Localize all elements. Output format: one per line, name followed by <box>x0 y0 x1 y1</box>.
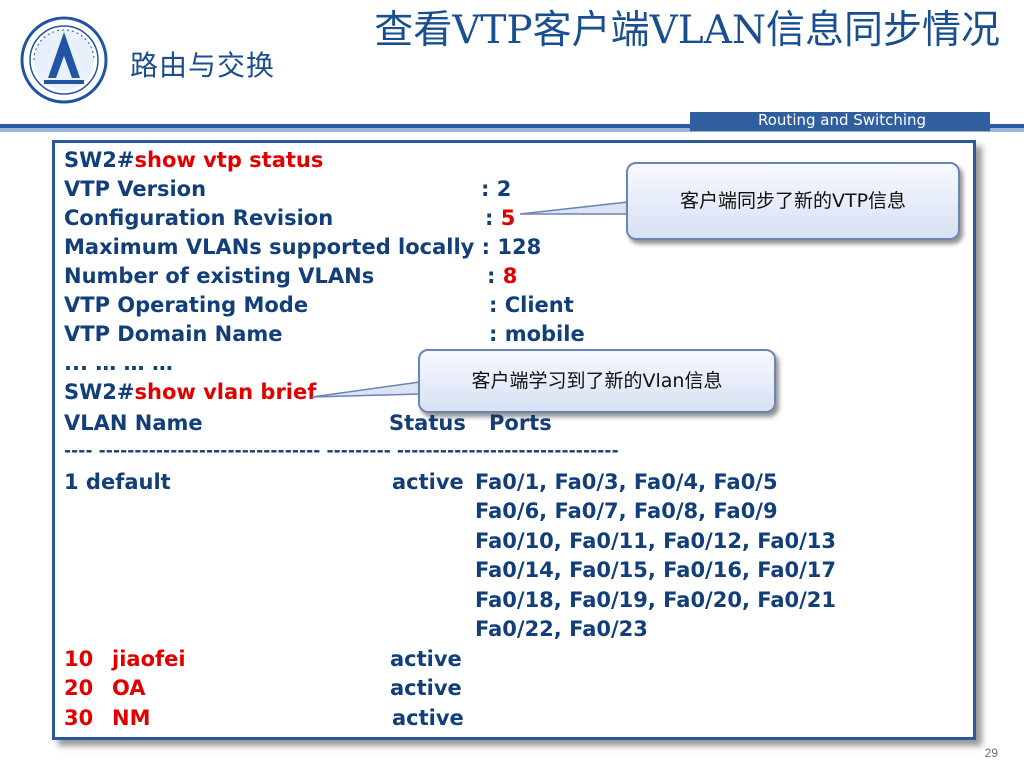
max-vlans-line: Maximum VLANs supported locally : 128 <box>64 235 542 259</box>
domain-name-line: VTP Domain Name : mobile <box>64 322 585 346</box>
vlan-row-1: 1 default active Fa0/1, Fa0/3, Fa0/4, Fa… <box>64 470 778 494</box>
prompt: SW2# <box>64 380 135 404</box>
vlan1-ports-line: Fa0/14, Fa0/15, Fa0/16, Fa0/17 <box>475 558 837 582</box>
page-number: 29 <box>984 746 998 760</box>
terminal-output-panel: SW2#show vtp status VTP Version : 2 Conf… <box>52 140 976 740</box>
prompt: SW2# <box>64 148 135 172</box>
course-subtitle: Routing and Switching <box>758 111 927 129</box>
header-band <box>0 124 1024 128</box>
header-band-light <box>0 128 1024 132</box>
course-name: 路由与交换 <box>130 49 276 82</box>
vlan1-ports-line: Fa0/18, Fa0/19, Fa0/20, Fa0/21 <box>475 588 837 612</box>
ellipsis-line: ... … … … <box>64 351 173 375</box>
school-seal-logo <box>20 16 108 104</box>
command: show vtp status <box>134 148 324 172</box>
vlan1-ports-line: Fa0/22, Fa0/23 <box>475 617 648 641</box>
slide-title: 查看VTP客户端VLAN信息同步情况 <box>374 8 1000 53</box>
command: show vlan brief <box>134 380 317 404</box>
vtp-sync-callout: 客户端同步了新的VTP信息 <box>626 162 960 240</box>
command-line-1: SW2#show vtp status <box>64 146 323 175</box>
config-revision-line: Configuration Revision : 5 <box>64 206 516 230</box>
subtitle-bar <box>690 112 990 131</box>
existing-vlans-line: Number of existing VLANs : 8 <box>64 264 518 288</box>
vlan1-ports-line: Fa0/10, Fa0/11, Fa0/12, Fa0/13 <box>475 529 837 553</box>
vlan-table-divider: ---- ------------------------------- ---… <box>64 441 619 461</box>
operating-mode-line: VTP Operating Mode : Client <box>64 293 574 317</box>
vlan-table-header: VLAN Name Status Ports <box>64 411 552 435</box>
vtp-version-line: VTP Version : 2 <box>64 177 512 201</box>
command-line-2: SW2#show vlan brief <box>64 378 316 407</box>
vlan1-ports-line: Fa0/6, Fa0/7, Fa0/8, Fa0/9 <box>475 499 778 523</box>
vlan-learned-callout: 客户端学习到了新的Vlan信息 <box>418 349 776 413</box>
